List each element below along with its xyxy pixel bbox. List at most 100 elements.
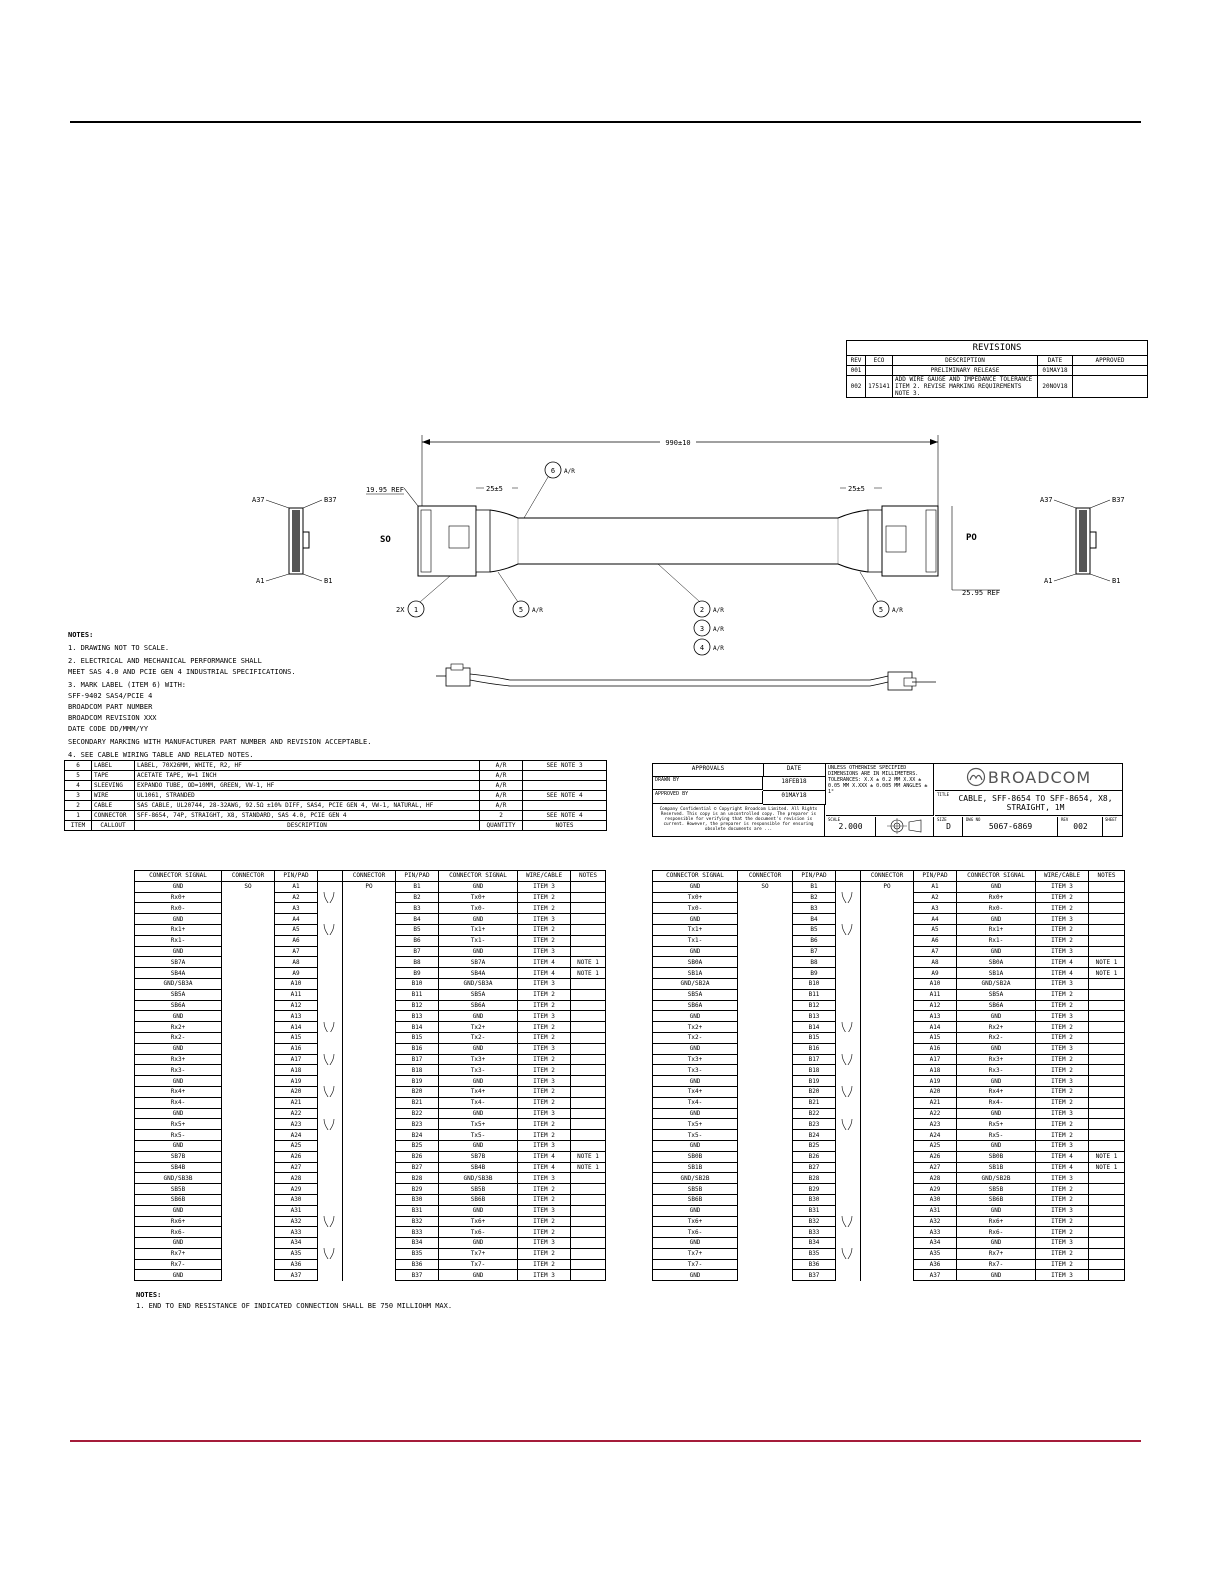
- wiring-cell: A11: [274, 988, 318, 1001]
- wiring-cell: ITEM 3: [517, 1075, 571, 1087]
- twisted-pair-icon: [841, 1021, 853, 1033]
- wiring-cell: [737, 935, 793, 947]
- wiring-cell: ITEM 2: [1035, 1064, 1089, 1077]
- wiring-cell: NOTE 1: [570, 956, 606, 969]
- wiring-cell: A10: [274, 977, 318, 990]
- wiring-cell: Rx7+: [134, 1247, 222, 1260]
- wiring-cell: ITEM 2: [1035, 1096, 1089, 1109]
- wiring-cell: [570, 1107, 606, 1120]
- wiring-cell: [860, 1129, 914, 1141]
- wiring-cell: ITEM 3: [1035, 913, 1089, 925]
- twist-pair-cell: [317, 1151, 343, 1163]
- wiring-cell: [1088, 945, 1125, 958]
- wiring-cell: A6: [274, 934, 318, 947]
- wiring-cell: [570, 1085, 606, 1098]
- wiring-cell: GND: [438, 1204, 518, 1217]
- wiring-cell: [737, 1086, 793, 1098]
- wiring-cell: A8: [913, 956, 957, 969]
- wiring-cell: Rx7-: [956, 1258, 1036, 1271]
- wiring-cell: [860, 1248, 914, 1260]
- bottom-rule: [70, 1440, 1141, 1442]
- wiring-cell: ITEM 2: [517, 1183, 571, 1195]
- svg-text:5: 5: [879, 606, 883, 614]
- wiring-cell: B14: [792, 1021, 836, 1033]
- col-header: CONNECTOR SIGNAL: [438, 870, 518, 882]
- cable-drawing: 990±10 A37 B37 A1 B1 SO 19.95 REF 25±5 P…: [252, 435, 1125, 691]
- scale-label: SCALE: [828, 817, 841, 822]
- twist-pair-cell: [317, 1259, 343, 1270]
- wiring-cell: B34: [395, 1237, 439, 1249]
- wiring-cell: [1088, 999, 1125, 1012]
- wiring-cell: GND/SB3B: [438, 1172, 518, 1185]
- wiring-cell: B8: [395, 956, 439, 969]
- bom-header: NOTES: [522, 820, 607, 831]
- drawing-title: CABLE, SFF-8654 TO SFF-8654, X8, STRAIGH…: [958, 794, 1113, 812]
- wiring-cell: GND: [134, 1075, 222, 1087]
- wiring-cell: B22: [395, 1107, 439, 1120]
- sheet-cell: SHEET: [1104, 817, 1122, 836]
- twist-pair-cell: [317, 1010, 343, 1022]
- twisted-pair-icon: [841, 1118, 853, 1130]
- bom-item: 4: [64, 780, 92, 791]
- wiring-cell: [221, 1118, 275, 1130]
- wiring-cell: ITEM 3: [517, 1172, 571, 1185]
- broadcom-logo: BROADCOM: [935, 764, 1122, 791]
- twist-pair-cell: [317, 902, 343, 914]
- wiring-cell: [1088, 1129, 1125, 1141]
- wiring-cell: [570, 988, 606, 1001]
- twist-pair-cell: [835, 935, 861, 947]
- wiring-note-line: 1. END TO END RESISTANCE OF INDICATED CO…: [136, 1302, 453, 1310]
- twist-pair-cell: [835, 1172, 861, 1184]
- wiring-cell: [1088, 1226, 1125, 1239]
- wiring-cell: ITEM 2: [517, 999, 571, 1012]
- twist-pair-cell: [317, 1043, 343, 1055]
- wiring-cell: Rx5-: [956, 1129, 1036, 1141]
- date-header: DATE: [1037, 355, 1073, 366]
- note-line: SFF-9402 SAS4/PCIE 4: [68, 692, 153, 700]
- twist-pair-cell: [835, 1216, 861, 1227]
- wiring-cell: [737, 1162, 793, 1173]
- wiring-cell: A19: [913, 1075, 957, 1087]
- col-header: PIN/PAD: [792, 870, 836, 882]
- wiring-cell: Rx3-: [956, 1064, 1036, 1077]
- wiring-cell: Tx2-: [438, 1031, 518, 1044]
- wiring-cell: Tx0-: [438, 902, 518, 915]
- wiring-cell: [737, 946, 793, 957]
- wiring-cell: B20: [395, 1085, 439, 1098]
- wiring-cell: GND: [134, 945, 222, 958]
- wiring-cell: [860, 1054, 914, 1065]
- bom-header: DESCRIPTION: [134, 820, 480, 831]
- twist-pair-cell: [317, 1140, 343, 1152]
- wiring-cell: [221, 935, 275, 947]
- wiring-cell: Rx4+: [956, 1085, 1036, 1098]
- twist-pair-cell: [317, 1021, 343, 1033]
- wiring-cell: [737, 1151, 793, 1163]
- wiring-cell: A10: [913, 977, 957, 990]
- wiring-cell: Rx1-: [134, 934, 222, 947]
- wiring-cell: [342, 1054, 396, 1065]
- wiring-cell: B27: [792, 1161, 836, 1174]
- wiring-cell: Tx5-: [438, 1129, 518, 1141]
- wiring-cell: [860, 1086, 914, 1098]
- drawing-notes: NOTES: 1. DRAWING NOT TO SCALE. 2. ELECT…: [68, 630, 448, 761]
- wiring-cell: A34: [274, 1237, 318, 1249]
- twist-pair-cell: [835, 913, 861, 925]
- wiring-cell: GND: [134, 1010, 222, 1023]
- wiring-cell: [221, 956, 275, 968]
- wiring-cell: [1088, 934, 1125, 947]
- wiring-cell: B10: [395, 977, 439, 990]
- title-block: APPROVALS DATE DRAWN BY 18FEB18 APPROVED…: [652, 763, 1123, 837]
- confidential-notice: Company Confidential © Copyright Broadco…: [653, 805, 825, 836]
- twist-pair-cell: [317, 1129, 343, 1141]
- wiring-cell: B27: [395, 1161, 439, 1174]
- wiring-cell: ITEM 3: [1035, 1237, 1089, 1249]
- twist-pair-cell: [317, 989, 343, 1001]
- wiring-cell: B5: [395, 923, 439, 936]
